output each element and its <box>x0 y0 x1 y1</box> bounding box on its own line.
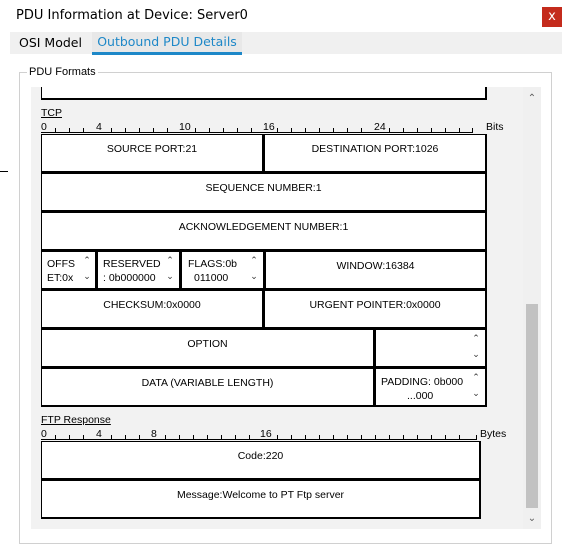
ruler-label: 16 <box>263 121 275 133</box>
tab-osi-model[interactable]: OSI Model <box>19 35 82 50</box>
urgent-pointer-field: URGENT POINTER:0x0000 <box>264 290 487 329</box>
ruler-label: 4 <box>96 428 102 440</box>
chevron-down-icon[interactable]: ⌄ <box>472 349 480 359</box>
offset-spinner[interactable]: ⌃ ⌄ <box>80 254 94 287</box>
checksum-label: CHECKSUM:0x0000 <box>103 299 201 311</box>
scrollbar-thumb[interactable] <box>526 304 538 508</box>
tcp-bit-ruler: 0 4 10 16 24 Bits <box>41 121 511 135</box>
flags-line1: FLAGS:0b <box>188 258 238 270</box>
ftp-message-label: Message:Welcome to PT Ftp server <box>176 489 345 501</box>
chevron-up-icon[interactable]: ⌃ <box>472 372 480 382</box>
offset-line1: OFFS <box>47 258 75 270</box>
tcp-header: TCP <box>41 107 62 119</box>
flags-spinner[interactable]: ⌃ ⌄ <box>247 254 261 287</box>
ruler-unit: Bits <box>486 121 504 133</box>
pdu-scroll-area[interactable]: TCP 0 4 10 16 24 Bits SOURCE PORT:21 DES… <box>31 87 541 529</box>
reserved-spinner[interactable]: ⌃ ⌄ <box>163 254 177 287</box>
ruler-label: 16 <box>260 428 272 440</box>
window-title: PDU Information at Device: Server0 <box>16 8 248 23</box>
checksum-field: CHECKSUM:0x0000 <box>41 290 264 329</box>
padding-field[interactable]: PADDING: 0b000 ...000 ⌃ ⌄ <box>375 368 487 407</box>
chevron-down-icon[interactable]: ⌄ <box>472 388 480 398</box>
close-button[interactable]: x <box>542 7 562 27</box>
padding-line2: ...000 <box>407 390 434 402</box>
source-port-field: SOURCE PORT:21 <box>41 134 264 173</box>
chevron-down-icon[interactable]: ⌄ <box>83 271 91 281</box>
vertical-scrollbar[interactable]: ⌃ ⌄ <box>523 87 541 529</box>
chevron-up-icon[interactable]: ⌃ <box>166 255 174 265</box>
chevron-up-icon[interactable]: ⌃ <box>472 333 480 343</box>
title-bar: PDU Information at Device: Server0 x <box>0 0 572 32</box>
chevron-down-icon[interactable]: ⌄ <box>250 271 258 281</box>
ftp-byte-ruler: 0 4 8 16 Bytes <box>41 428 511 442</box>
group-label: PDU Formats <box>27 66 98 78</box>
padding-spinner[interactable]: ⌃ ⌄ <box>469 371 483 404</box>
ack-number-field: ACKNOWLEDGEMENT NUMBER:1 <box>41 212 487 251</box>
tab-bar: OSI Model Outbound PDU Details <box>10 32 562 55</box>
ruler-label: 4 <box>96 121 102 133</box>
offset-line2: ET:0x <box>47 272 74 284</box>
sequence-number-label: SEQUENCE NUMBER:1 <box>205 182 322 194</box>
left-edge-line <box>0 171 8 172</box>
urgent-pointer-label: URGENT POINTER:0x0000 <box>309 299 441 311</box>
reserved-line1: RESERVED <box>103 258 161 270</box>
ruler-unit: Bytes <box>480 428 507 440</box>
flags-line2: 011000 <box>194 272 229 284</box>
ruler-label: 10 <box>179 121 191 133</box>
chevron-up-icon[interactable]: ⌃ <box>83 255 91 265</box>
destination-port-field: DESTINATION PORT:1026 <box>264 134 487 173</box>
ftp-code-label: Code:220 <box>237 450 284 462</box>
sequence-number-field: SEQUENCE NUMBER:1 <box>41 173 487 212</box>
flags-field[interactable]: FLAGS:0b 011000 ⌃ ⌄ <box>181 251 265 290</box>
ruler-label: 0 <box>41 121 47 133</box>
ftp-code-field: Code:220 <box>41 441 481 480</box>
ftp-message-field: Message:Welcome to PT Ftp server <box>41 480 481 519</box>
ruler-label: 0 <box>41 428 47 440</box>
window-label: WINDOW:16384 <box>336 260 415 272</box>
offset-field[interactable]: OFFS ET:0x ⌃ ⌄ <box>41 251 97 290</box>
option-spinner[interactable]: ⌃ ⌄ <box>469 332 483 365</box>
chevron-down-icon[interactable]: ⌄ <box>166 271 174 281</box>
option-field: OPTION <box>41 329 375 368</box>
option-value-field[interactable]: ⌃ ⌄ <box>375 329 487 368</box>
destination-port-label: DESTINATION PORT:1026 <box>311 143 439 155</box>
data-label: DATA (VARIABLE LENGTH) <box>141 377 274 389</box>
scroll-up-icon[interactable]: ⌃ <box>527 93 537 104</box>
option-label: OPTION <box>187 338 228 350</box>
data-field: DATA (VARIABLE LENGTH) <box>41 368 375 407</box>
tab-outbound-pdu-details[interactable]: Outbound PDU Details <box>92 32 242 55</box>
source-port-label: SOURCE PORT:21 <box>106 143 198 155</box>
window-field: WINDOW:16384 <box>265 251 487 290</box>
reserved-line2: : 0b000000 <box>103 272 156 284</box>
ftp-header: FTP Response <box>41 414 111 426</box>
ruler-label: 8 <box>151 428 157 440</box>
ack-number-label: ACKNOWLEDGEMENT NUMBER:1 <box>178 221 349 233</box>
padding-line1: PADDING: 0b000 <box>381 376 464 388</box>
scroll-down-icon[interactable]: ⌄ <box>527 513 537 524</box>
ruler-label: 24 <box>374 121 386 133</box>
reserved-field[interactable]: RESERVED : 0b000000 ⌃ ⌄ <box>97 251 181 290</box>
previous-layer-box <box>41 87 487 100</box>
chevron-up-icon[interactable]: ⌃ <box>250 255 258 265</box>
pdu-formats-group <box>19 72 552 544</box>
